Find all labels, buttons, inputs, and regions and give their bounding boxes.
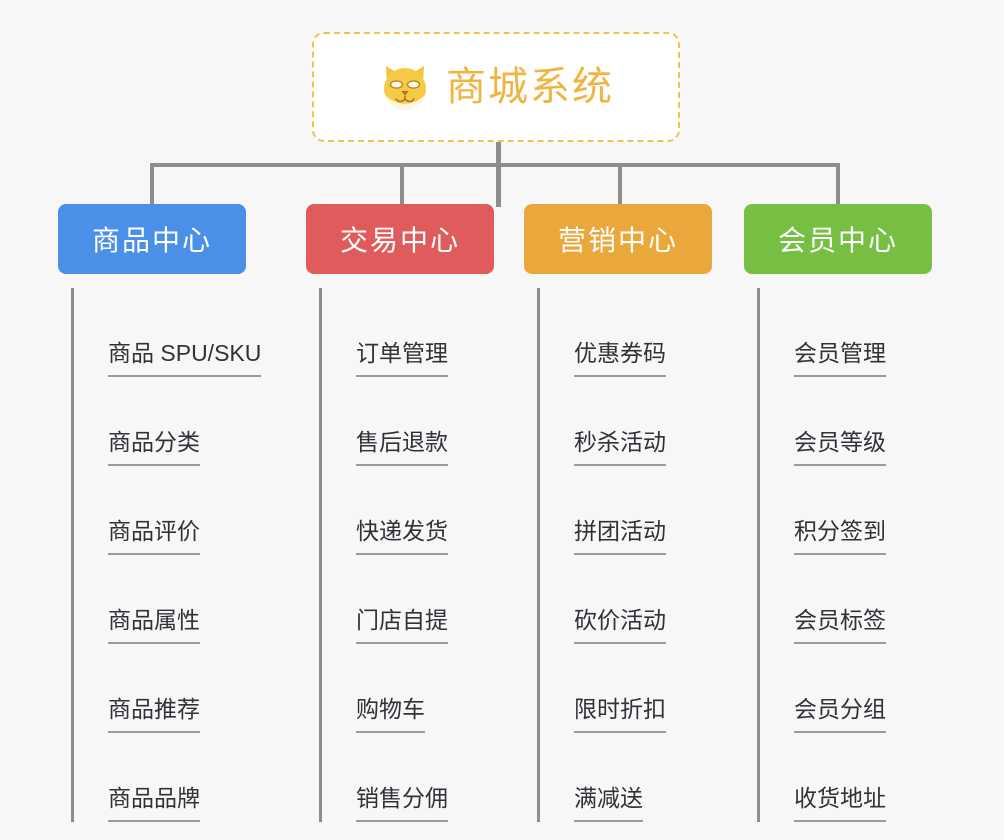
category-column-trade: 交易中心 订单管理 售后退款 快递发货 门店自提 购物车 销售分佣 [306,204,494,822]
list-item[interactable]: 限时折扣 [540,644,712,733]
category-header-product[interactable]: 商品中心 [58,204,246,274]
leaf-list-marketing: 优惠券码 秒杀活动 拼团活动 砍价活动 限时折扣 满减送 [537,288,712,822]
leaf-label: 收货地址 [794,787,886,822]
root-node[interactable]: 商城系统 [312,32,680,142]
category-column-marketing: 营销中心 优惠券码 秒杀活动 拼团活动 砍价活动 限时折扣 满减送 [524,204,712,822]
leaf-label: 商品品牌 [108,787,200,822]
list-item[interactable]: 积分签到 [760,466,932,555]
category-header-label: 交易中心 [339,225,460,256]
list-item[interactable]: 砍价活动 [540,555,712,644]
connector-drop-2 [400,163,404,208]
list-item[interactable]: 秒杀活动 [540,377,712,466]
list-item[interactable]: 销售分佣 [322,733,494,822]
leaf-label: 积分签到 [794,520,886,555]
list-item[interactable]: 购物车 [322,644,494,733]
shiba-dog-icon [378,60,432,114]
leaf-label: 快递发货 [356,520,448,555]
list-item[interactable]: 订单管理 [322,288,494,377]
list-item[interactable]: 门店自提 [322,555,494,644]
leaf-label: 拼团活动 [574,520,666,555]
category-header-member[interactable]: 会员中心 [744,204,932,274]
list-item[interactable]: 快递发货 [322,466,494,555]
leaf-list-member: 会员管理 会员等级 积分签到 会员标签 会员分组 收货地址 [757,288,932,822]
list-item[interactable]: 会员分组 [760,644,932,733]
leaf-label: 会员分组 [794,698,886,733]
category-header-label: 营销中心 [557,225,678,256]
list-item[interactable]: 满减送 [540,733,712,822]
leaf-label: 满减送 [574,787,643,822]
list-item[interactable]: 收货地址 [760,733,932,822]
connector-root-stem [496,142,501,207]
list-item[interactable]: 商品推荐 [74,644,246,733]
leaf-list-product: 商品 SPU/SKU 商品分类 商品评价 商品属性 商品推荐 商品品牌 [71,288,262,822]
list-item[interactable]: 优惠券码 [540,288,712,377]
connector-bus-bar [150,163,840,167]
connector-drop-1 [150,163,154,208]
list-item[interactable]: 会员等级 [760,377,932,466]
leaf-label: 门店自提 [356,609,448,644]
connector-drop-4 [836,163,840,208]
leaf-label: 商品分类 [108,431,200,466]
list-item[interactable]: 商品属性 [74,555,246,644]
root-title: 商城系统 [446,65,614,109]
list-item[interactable]: 商品评价 [74,466,246,555]
list-item[interactable]: 会员标签 [760,555,932,644]
list-item[interactable]: 商品品牌 [74,733,246,822]
list-item[interactable]: 拼团活动 [540,466,712,555]
category-header-label: 商品中心 [91,225,212,256]
leaf-label: 会员等级 [794,431,886,466]
leaf-label: 砍价活动 [574,609,666,644]
leaf-list-trade: 订单管理 售后退款 快递发货 门店自提 购物车 销售分佣 [319,288,494,822]
leaf-label: 商品评价 [108,520,200,555]
category-header-marketing[interactable]: 营销中心 [524,204,712,274]
connector-drop-3 [618,163,622,208]
leaf-label: 购物车 [356,698,425,733]
category-header-trade[interactable]: 交易中心 [306,204,494,274]
leaf-label: 商品属性 [108,609,200,644]
leaf-label: 会员标签 [794,609,886,644]
leaf-label: 商品推荐 [108,698,200,733]
leaf-label: 限时折扣 [574,698,666,733]
category-header-label: 会员中心 [777,225,898,256]
list-item[interactable]: 会员管理 [760,288,932,377]
leaf-label: 销售分佣 [356,787,448,822]
leaf-label: 售后退款 [356,431,448,466]
list-item[interactable]: 商品分类 [74,377,246,466]
leaf-label: 商品 SPU/SKU [108,342,262,377]
leaf-label: 会员管理 [794,342,886,377]
category-column-member: 会员中心 会员管理 会员等级 积分签到 会员标签 会员分组 收货地址 [744,204,932,822]
leaf-label: 秒杀活动 [574,431,666,466]
category-column-product: 商品中心 商品 SPU/SKU 商品分类 商品评价 商品属性 商品推荐 商品品牌 [58,204,262,822]
leaf-label: 优惠券码 [574,342,666,377]
list-item[interactable]: 商品 SPU/SKU [74,288,262,377]
list-item[interactable]: 售后退款 [322,377,494,466]
leaf-label: 订单管理 [356,342,448,377]
